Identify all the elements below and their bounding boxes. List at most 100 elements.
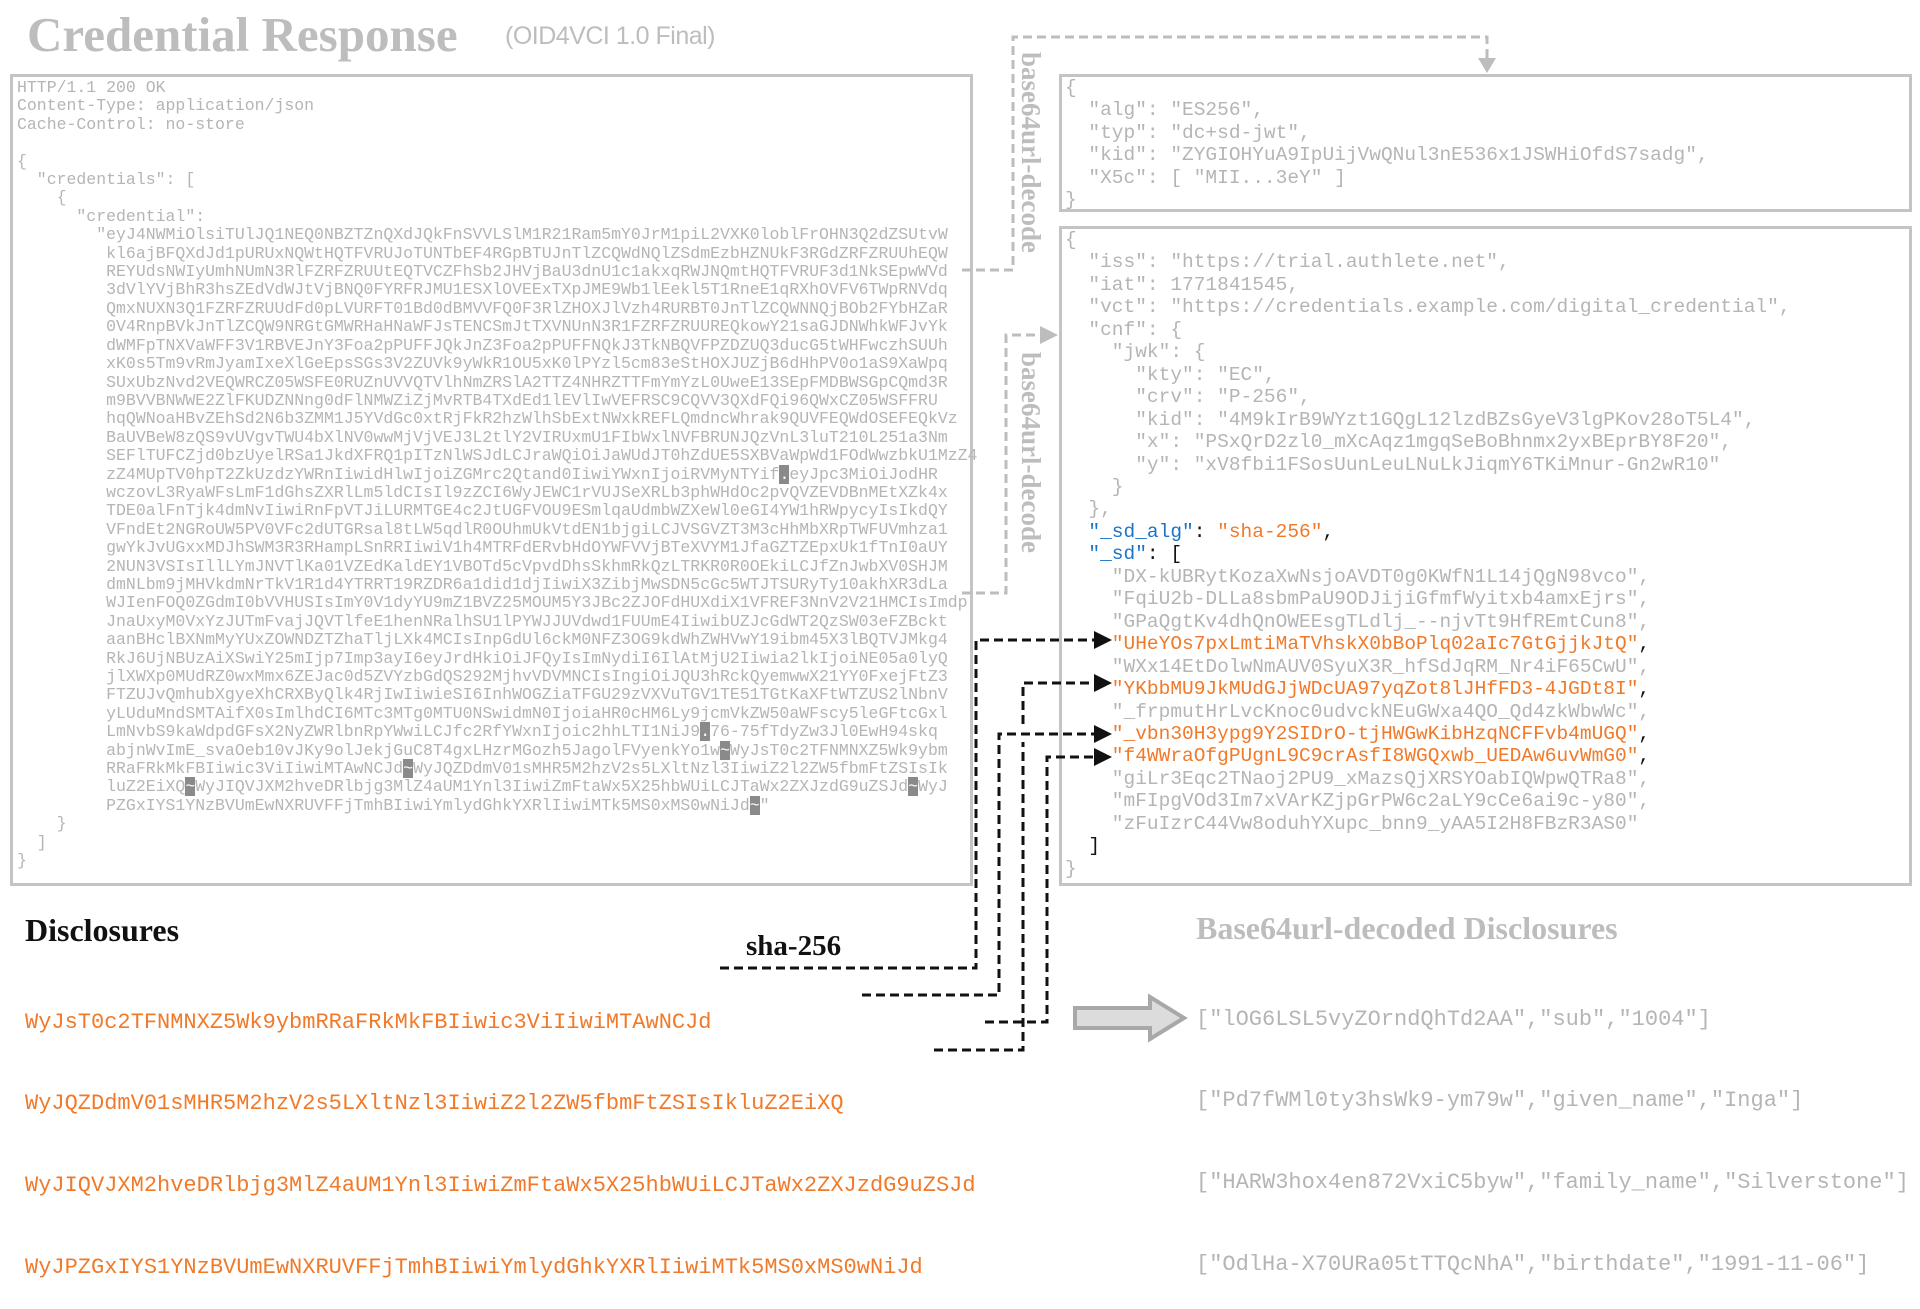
decoded-disclosure-item: ["lOG6LSL5vyZOrndQhTd2AA","sub","1004"] — [1196, 1006, 1711, 1032]
disclosure-item: WyJPZGxIYS1YNzBVUmEwNXRUVFFjTmhBIiwiYmly… — [25, 1255, 923, 1281]
arrow-head-icon — [1040, 326, 1058, 344]
credential-line: 0V4RnpBVkJnTlZCQW9NRGtGMWRHaHNaWFJsTENCS… — [17, 317, 948, 337]
json-token: "iat": 1771841545, — [1065, 273, 1300, 296]
json-line: "kid": "ZYGIOHYuA9IpUijVwQNul3nE536x1JSW… — [1065, 144, 1709, 167]
code-line — [17, 134, 977, 152]
json-line: { — [1065, 77, 1709, 99]
credential-line: VFndEt2NGRoUW5PV0VFc2dUTGRsal8tLW5qdlR0O… — [17, 519, 948, 539]
credential-line: 2NUN3VSIsIllLYmJNVTlKa01VZEdKaldEY1VBOTd… — [17, 556, 948, 576]
json-token: "_sd_alg" — [1065, 520, 1194, 543]
json-line: "cnf": { — [1065, 319, 1791, 341]
json-line: "alg": "ES256", — [1065, 99, 1709, 121]
json-token: "giLr3Eqc2TNaoj2PU9_xMazsQjXRSYOabIQWpwQ… — [1065, 767, 1651, 790]
credential-line: jlXWXp0MUdRZ0wxMmx6ZEJac0d5ZVYzbGdQS292M… — [17, 667, 948, 686]
jwt-header-code: { "alg": "ES256", "typ": "dc+sd-jwt", "k… — [1065, 77, 1709, 212]
json-token: , — [1638, 633, 1651, 656]
credential-line: "eyJ4NWMiOlsiTUlJQ1NEQ0NBZTZnQXdJQkFnSVV… — [17, 225, 948, 245]
separator-highlight: ~ — [403, 759, 414, 779]
json-token: "YKbbMU9JkMUdGJjWDcUA97yqZot8lJHfFD3-4JG… — [1065, 678, 1639, 701]
credential-line: SUxUbzNvd2VEQWRCZ05WSFE0RUZnUVVQTVlhNmZR… — [17, 372, 948, 392]
json-line: "_vbn30H3ypg9Y2SIDrO-tjHWGwKibHzqNCFFvb4… — [1065, 723, 1791, 745]
disclosure-item: WyJQZDdmV01sMHR5M2hzV2s5LXltNzl3IiwiZ2l2… — [25, 1091, 844, 1117]
credential-line: RkJ6UjNBUzAiXSwiY25mIjp7Imp3ayI6eyJrdHki… — [17, 648, 948, 668]
credential-line: JnaUxyM0VxYzJUTmFvajJQVTlfeE1henNRalhSU1… — [17, 611, 948, 631]
json-token: "sha-256" — [1217, 520, 1323, 543]
credential-line: FTZUJvQmhubXgyeXhCRXByQlk4RjIwIiwieSI6In… — [17, 685, 948, 705]
credential-line: zZ4MUpTV0hpT2ZkUzdzYWRnIiwidHlwIjoiZGMrc… — [17, 464, 938, 484]
json-line: "vct": "https://credentials.example.com/… — [1065, 296, 1791, 319]
separator-highlight: ~ — [749, 795, 760, 815]
json-line: ] — [1065, 835, 1791, 857]
code-line: HTTP/1.1 200 OK — [17, 78, 166, 97]
json-line: "iss": "https://trial.authlete.net", — [1065, 251, 1791, 273]
json-line: "zFuIzrC44Vw8oduhYXupc_bnn9_yAA5I2H8FBzR… — [1065, 813, 1791, 835]
credential-line: gwYkJvUGxxMDJhSWM3R3RHampLSnRRIiwiV1h4MT… — [17, 538, 948, 558]
credential-line: wczovL3RyaWFsLmF1dGhsZXRlLm5ldCIsIl9zZCI… — [17, 482, 948, 502]
json-line: "WXx14EtDolwNmAUV0SyuX3R_hfSdJqRM_Nr4iF6… — [1065, 656, 1791, 678]
code-line: { — [17, 188, 67, 208]
credential-line: hqQWNoaHBvZEhSd2N6b3ZMM1J5YVdGc0xtRjFkR2… — [17, 409, 958, 429]
base64url-decode-label-header: base64url-decode — [1016, 52, 1046, 253]
json-line: "YKbbMU9JkMUdGJjWDcUA97yqZot8lJHfFD3-4JG… — [1065, 678, 1791, 700]
code-line: ] — [17, 832, 47, 852]
json-token: , — [1638, 745, 1651, 768]
disclosure-item: WyJsT0c2TFNMNXZ5Wk9ybmRRaFRkMkFBIiwic3Vi… — [25, 1009, 712, 1035]
credential-line: RRaFRkMkFBIiwic3ViIiwiMTAwNCJd~WyJQZDdmV… — [17, 759, 948, 779]
json-token: "cnf": { — [1065, 318, 1183, 341]
json-token: "f4WWraOfgPUgnL9C9crAsfI8WGQxwb_UEDAw6uv… — [1065, 745, 1639, 768]
json-token: "kid": "4M9kIrB9WYzt1GQgL12lzdBZsGyeV3lg… — [1065, 408, 1756, 431]
decoded-disclosure-item: ["HARW3hox4en872VxiC5byw","family_name",… — [1196, 1170, 1909, 1196]
json-token: "_frpmutHrLvcKnoc0udvckNEuGWxa4QO_Qd4zkW… — [1065, 700, 1651, 723]
separator-highlight: ~ — [185, 777, 196, 797]
json-token: "_sd" — [1065, 543, 1147, 566]
json-line: "mFIpgVOd3Im7xVArKZjpGrPW6c2aLY9cCe6ai9c… — [1065, 790, 1791, 812]
json-token: "iss": "https://trial.authlete.net", — [1065, 251, 1510, 274]
json-token: : — [1193, 520, 1218, 543]
credential-line: TDE0alFnTjk4dmNvIiwiRnFpVTJiLURMTGE4c2Jt… — [17, 501, 948, 521]
json-line: { — [1065, 229, 1791, 251]
json-token: "kid": "ZYGIOHYuA9IpUijVwQNul3nE536x1JSW… — [1065, 144, 1709, 167]
json-token: "typ": "dc+sd-jwt", — [1065, 121, 1311, 144]
json-line: "FqiU2b-DLLa8sbmPaU9ODJijiGfmfWyitxb4amx… — [1065, 588, 1791, 610]
credential-line: yLUduMndSMTAifX0sImlhdCI6MTc3MTg0MTU0NSw… — [17, 703, 948, 723]
credential-line: xK0s5Tm9vRmJyamIxeXlGeEpsSGs3V2ZUVk9yWkR… — [17, 354, 948, 374]
json-line: } — [1065, 858, 1791, 880]
json-line: "X5c": [ "MII...3eY" ] — [1065, 167, 1709, 189]
credential-line: PZGxIYS1YNzBVUmEwNXRUVFFjTmhBIiwiYmlydGh… — [17, 795, 770, 815]
json-token: "vct": "https://credentials.example.com/… — [1065, 296, 1791, 319]
json-line: "GPaQgtKv4dhQnOWEEsgTLdlj_--njvTt9HfREmt… — [1065, 611, 1791, 633]
credential-line: REYUdsNWIyUmhNUmN3RlFZRFZRUUtEQTVCZFhSb2… — [17, 262, 948, 282]
json-line: } — [1065, 189, 1709, 211]
code-line: { — [17, 151, 27, 171]
json-token: , — [1638, 722, 1651, 745]
decoded-disclosures-title: Base64url-decoded Disclosures — [1196, 910, 1618, 946]
json-token: } — [1065, 857, 1077, 880]
code-line: Content-Type: application/json — [17, 96, 315, 116]
page-subtitle: (OID4VCI 1.0 Final) — [505, 22, 716, 50]
code-line: "credential": — [17, 206, 206, 226]
jwt-payload-panel — [1059, 226, 1912, 886]
json-line: "_sd_alg": "sha-256", — [1065, 521, 1791, 543]
json-token: "WXx14EtDolwNmAUV0SyuX3R_hfSdJqRM_Nr4iF6… — [1065, 655, 1651, 678]
decoded-disclosure-item: ["OdlHa-X70URa05tTTQcNhA","birthdate","1… — [1196, 1252, 1870, 1278]
credential-line: 3dVlYVjBhR3hsZEdVdWJtVjBNQ0FYRFRJMU1ESXl… — [17, 280, 948, 300]
json-token: { — [1065, 229, 1077, 251]
json-token: "jwk": { — [1065, 341, 1206, 364]
disclosures-list: WyJsT0c2TFNMNXZ5Wk9ybmRRaFRkMkFBIiwic3Vi… — [25, 954, 976, 1309]
json-line: "iat": 1771841545, — [1065, 274, 1791, 296]
code-line: } — [17, 851, 27, 871]
json-token: "_vbn30H3ypg9Y2SIDrO-tjHWGwKibHzqNCFFvb4… — [1065, 722, 1639, 745]
json-line: "crv": "P-256", — [1065, 386, 1791, 408]
credential-line: LmNvbS9kaWdpdGFsX2NyZWRlbnRpYWwiLCJfc2Rf… — [17, 722, 938, 742]
jwt-payload-code: { "iss": "https://trial.authlete.net", "… — [1065, 229, 1791, 880]
code-line: } — [17, 814, 67, 834]
json-line: "jwk": { — [1065, 341, 1791, 363]
credential-line: SEFlTUFCZjd0bzUyelRSa1JkdXFRQ1pITzNlWSJd… — [17, 446, 978, 466]
json-line: "_sd": [ — [1065, 543, 1791, 565]
json-token: , — [1322, 520, 1335, 543]
json-token: }, — [1065, 498, 1112, 521]
json-line: "y": "xV8fbi1FSosUunLeuLNuLkJiqmY6TKiMnu… — [1065, 454, 1791, 476]
json-token: "kty": "EC", — [1065, 363, 1276, 386]
credential-line: kl6ajBFQXdJd1pURUxNQWtHQTFVRUJoTUNTbEF4R… — [17, 243, 948, 263]
separator-highlight: ~ — [908, 777, 919, 797]
